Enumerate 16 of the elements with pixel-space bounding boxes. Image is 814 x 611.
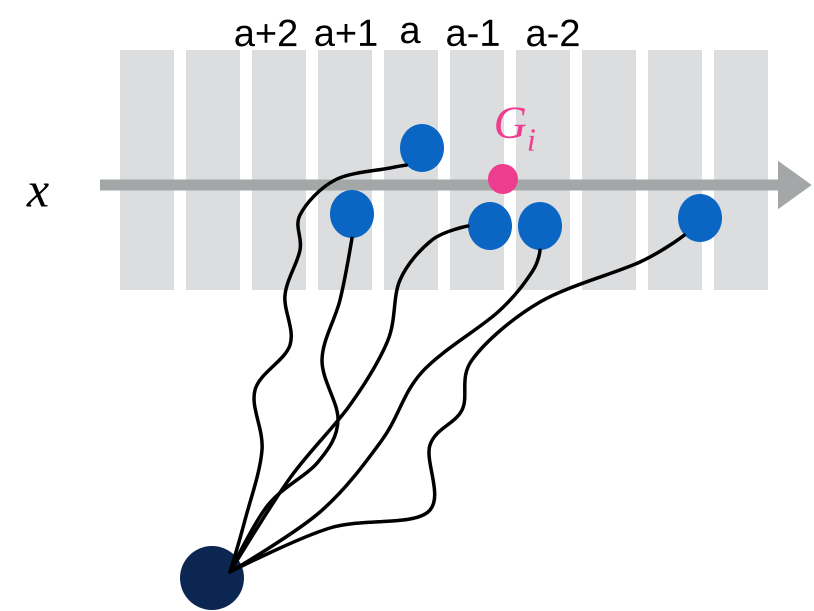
point-marker: [488, 164, 518, 194]
path-line: [228, 233, 686, 574]
column-label: a+1: [315, 20, 376, 46]
axis-label: x: [26, 184, 49, 206]
particle-dot: [678, 194, 722, 242]
particle-dot: [330, 190, 374, 238]
path-line: [228, 224, 470, 574]
column-label: a-1: [447, 20, 499, 46]
point-label: G$_{i}$: [496, 107, 535, 151]
column-label: a: [401, 22, 421, 44]
column-label: a-2: [527, 20, 579, 46]
source-dot: [180, 546, 244, 610]
particle-dot: [400, 124, 444, 172]
particle-dot: [518, 202, 562, 250]
column-label: a+2: [235, 20, 296, 46]
particle-dot: [468, 202, 512, 250]
